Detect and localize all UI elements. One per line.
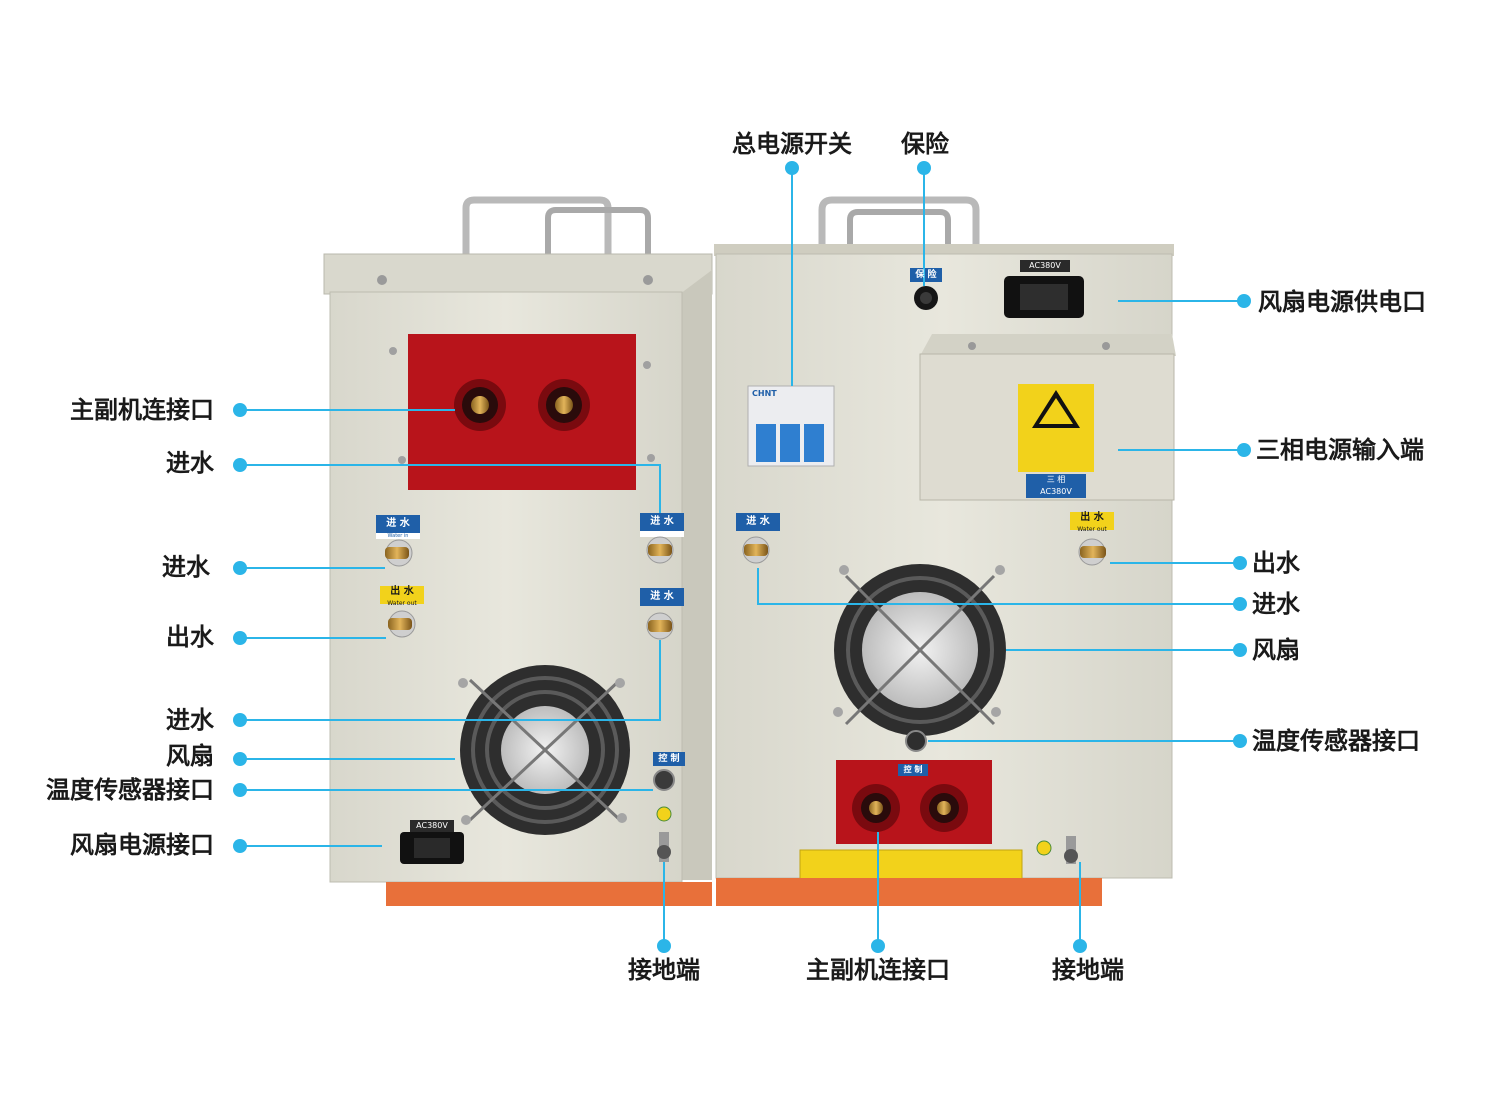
- callout-bottom-ground-left: 接地端: [628, 956, 700, 984]
- callout-left-fan-power: 风扇电源接口: [70, 831, 214, 859]
- left-water-in-tag-1-text: 进 水: [386, 518, 410, 529]
- callout-dots: [233, 161, 1251, 953]
- right-ground-terminal: [1036, 836, 1078, 864]
- callout-right-water-in: 进水: [1252, 590, 1300, 618]
- right-unit: [714, 196, 1176, 906]
- left-base: [386, 882, 712, 906]
- left-control-tag-text: 控 制: [658, 754, 680, 764]
- right-fan: [833, 564, 1006, 736]
- callout-left-main-sub-port: 主副机连接口: [70, 396, 214, 424]
- left-water-in-tag-2: [640, 513, 684, 537]
- callout-left-water-in: 进水: [162, 553, 210, 581]
- callout-right-three-phase-input: 三相电源输入端: [1256, 436, 1424, 464]
- left-fan-power-socket: [400, 832, 464, 864]
- callout-right-temp-sensor: 温度传感器接口: [1252, 727, 1420, 755]
- right-handle-rear: [847, 209, 951, 252]
- callout-top-fuse: 保险: [901, 130, 949, 158]
- callout-left-water-in-top: 进水: [166, 449, 214, 477]
- callout-top-main-switch: 总电源开关: [732, 130, 852, 158]
- callout-bottom-ground-right: 接地端: [1052, 956, 1124, 984]
- left-temp-sensor-socket: [653, 769, 675, 791]
- left-power-tag-text: AC380V: [416, 821, 448, 830]
- callout-right-fan-power-supply: 风扇电源供电口: [1258, 288, 1426, 316]
- right-water-out-nozzle: [1078, 538, 1106, 566]
- left-control-tag: [653, 752, 685, 766]
- left-water-in-tag-3-text: 进 水: [650, 591, 674, 602]
- left-power-tag: [410, 820, 454, 832]
- right-temp-sensor-socket: [905, 730, 927, 752]
- callout-bottom-main-sub-port: 主副机连接口: [806, 956, 950, 984]
- right-water-in-tag: [736, 513, 780, 531]
- right-fan-power-supply-socket: [1004, 276, 1084, 318]
- left-water-in-nozzle-3: [646, 612, 674, 640]
- right-red-connection-panel: [836, 760, 992, 844]
- left-main-sub-terminal-1: [454, 379, 506, 431]
- left-red-connection-panel: [408, 334, 636, 490]
- right-base: [716, 878, 1102, 906]
- callout-left-water-out: 出水: [166, 623, 214, 651]
- left-water-out-nozzle: [388, 610, 416, 638]
- three-phase-label: [1026, 474, 1086, 498]
- callout-right-fan: 风扇: [1252, 636, 1300, 664]
- left-ground-terminal: [656, 806, 672, 862]
- left-water-in-tag-1-en: Water in: [387, 533, 409, 539]
- callout-left-water-in-lower: 进水: [166, 706, 214, 734]
- right-fuse-tag: [910, 268, 942, 282]
- left-water-in-tag-2-text: 进 水: [650, 516, 674, 527]
- right-water-in-nozzle: [742, 536, 770, 564]
- left-handle-rear: [545, 207, 651, 258]
- right-control-tag: [898, 764, 928, 776]
- right-power-tag: [1020, 260, 1070, 272]
- fuse-holder: [914, 286, 938, 310]
- left-water-in-tag-1: [376, 515, 420, 539]
- main-power-breaker: [747, 385, 835, 467]
- callout-right-water-out: 出水: [1252, 549, 1300, 577]
- three-phase-terminal-box: [919, 334, 1176, 501]
- right-fuse-tag-text: 保 险: [915, 270, 937, 280]
- left-water-in-tag-3: [640, 588, 684, 606]
- left-water-in-nozzle-2: [646, 536, 674, 564]
- callout-left-temp-sensor: 温度传感器接口: [46, 776, 214, 804]
- left-main-sub-terminal-2: [538, 379, 590, 431]
- right-water-in-tag-text: 进 水: [746, 516, 770, 527]
- left-water-in-nozzle-1: [385, 539, 413, 567]
- left-handle: [462, 196, 612, 258]
- left-unit: [323, 196, 713, 906]
- callout-left-fan: 风扇: [166, 742, 214, 770]
- right-power-tag-text: AC380V: [1029, 261, 1061, 270]
- breaker-brand-text: CHNT: [752, 389, 777, 398]
- left-fan: [458, 665, 630, 835]
- left-water-out-tag: [380, 586, 424, 604]
- right-handle: [818, 196, 980, 252]
- right-control-tag-text: 控 制: [903, 765, 923, 774]
- right-water-out-tag: [1070, 512, 1114, 530]
- callout-lines: [240, 168, 1244, 946]
